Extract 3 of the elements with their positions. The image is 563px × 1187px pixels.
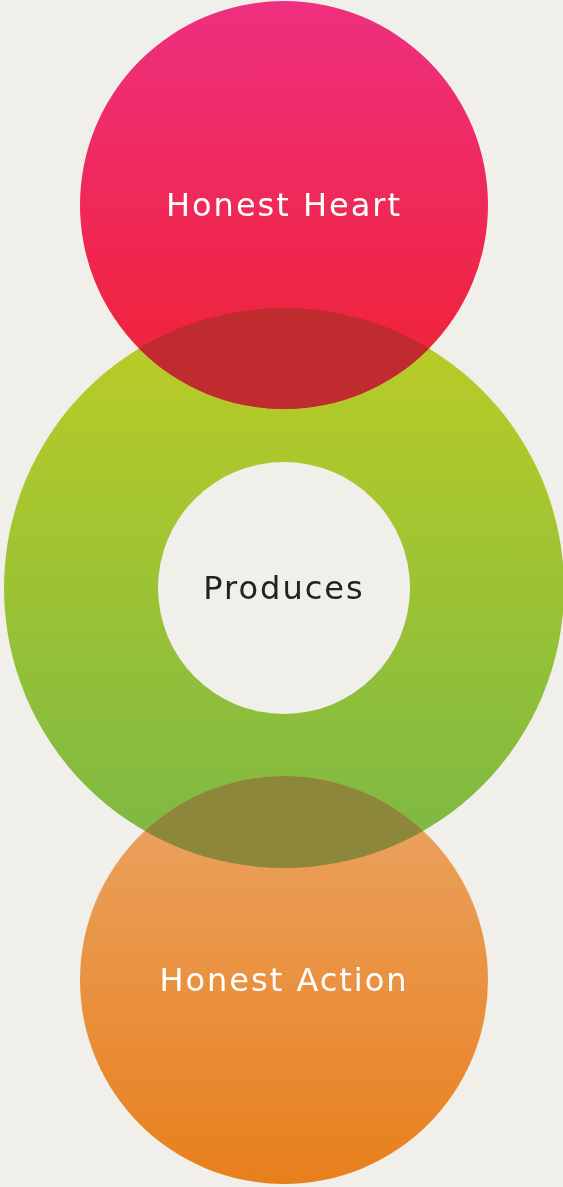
circle-label: Honest Action — [159, 961, 409, 999]
circle-label: Produces — [203, 569, 365, 607]
circle-label: Honest Heart — [165, 186, 403, 224]
